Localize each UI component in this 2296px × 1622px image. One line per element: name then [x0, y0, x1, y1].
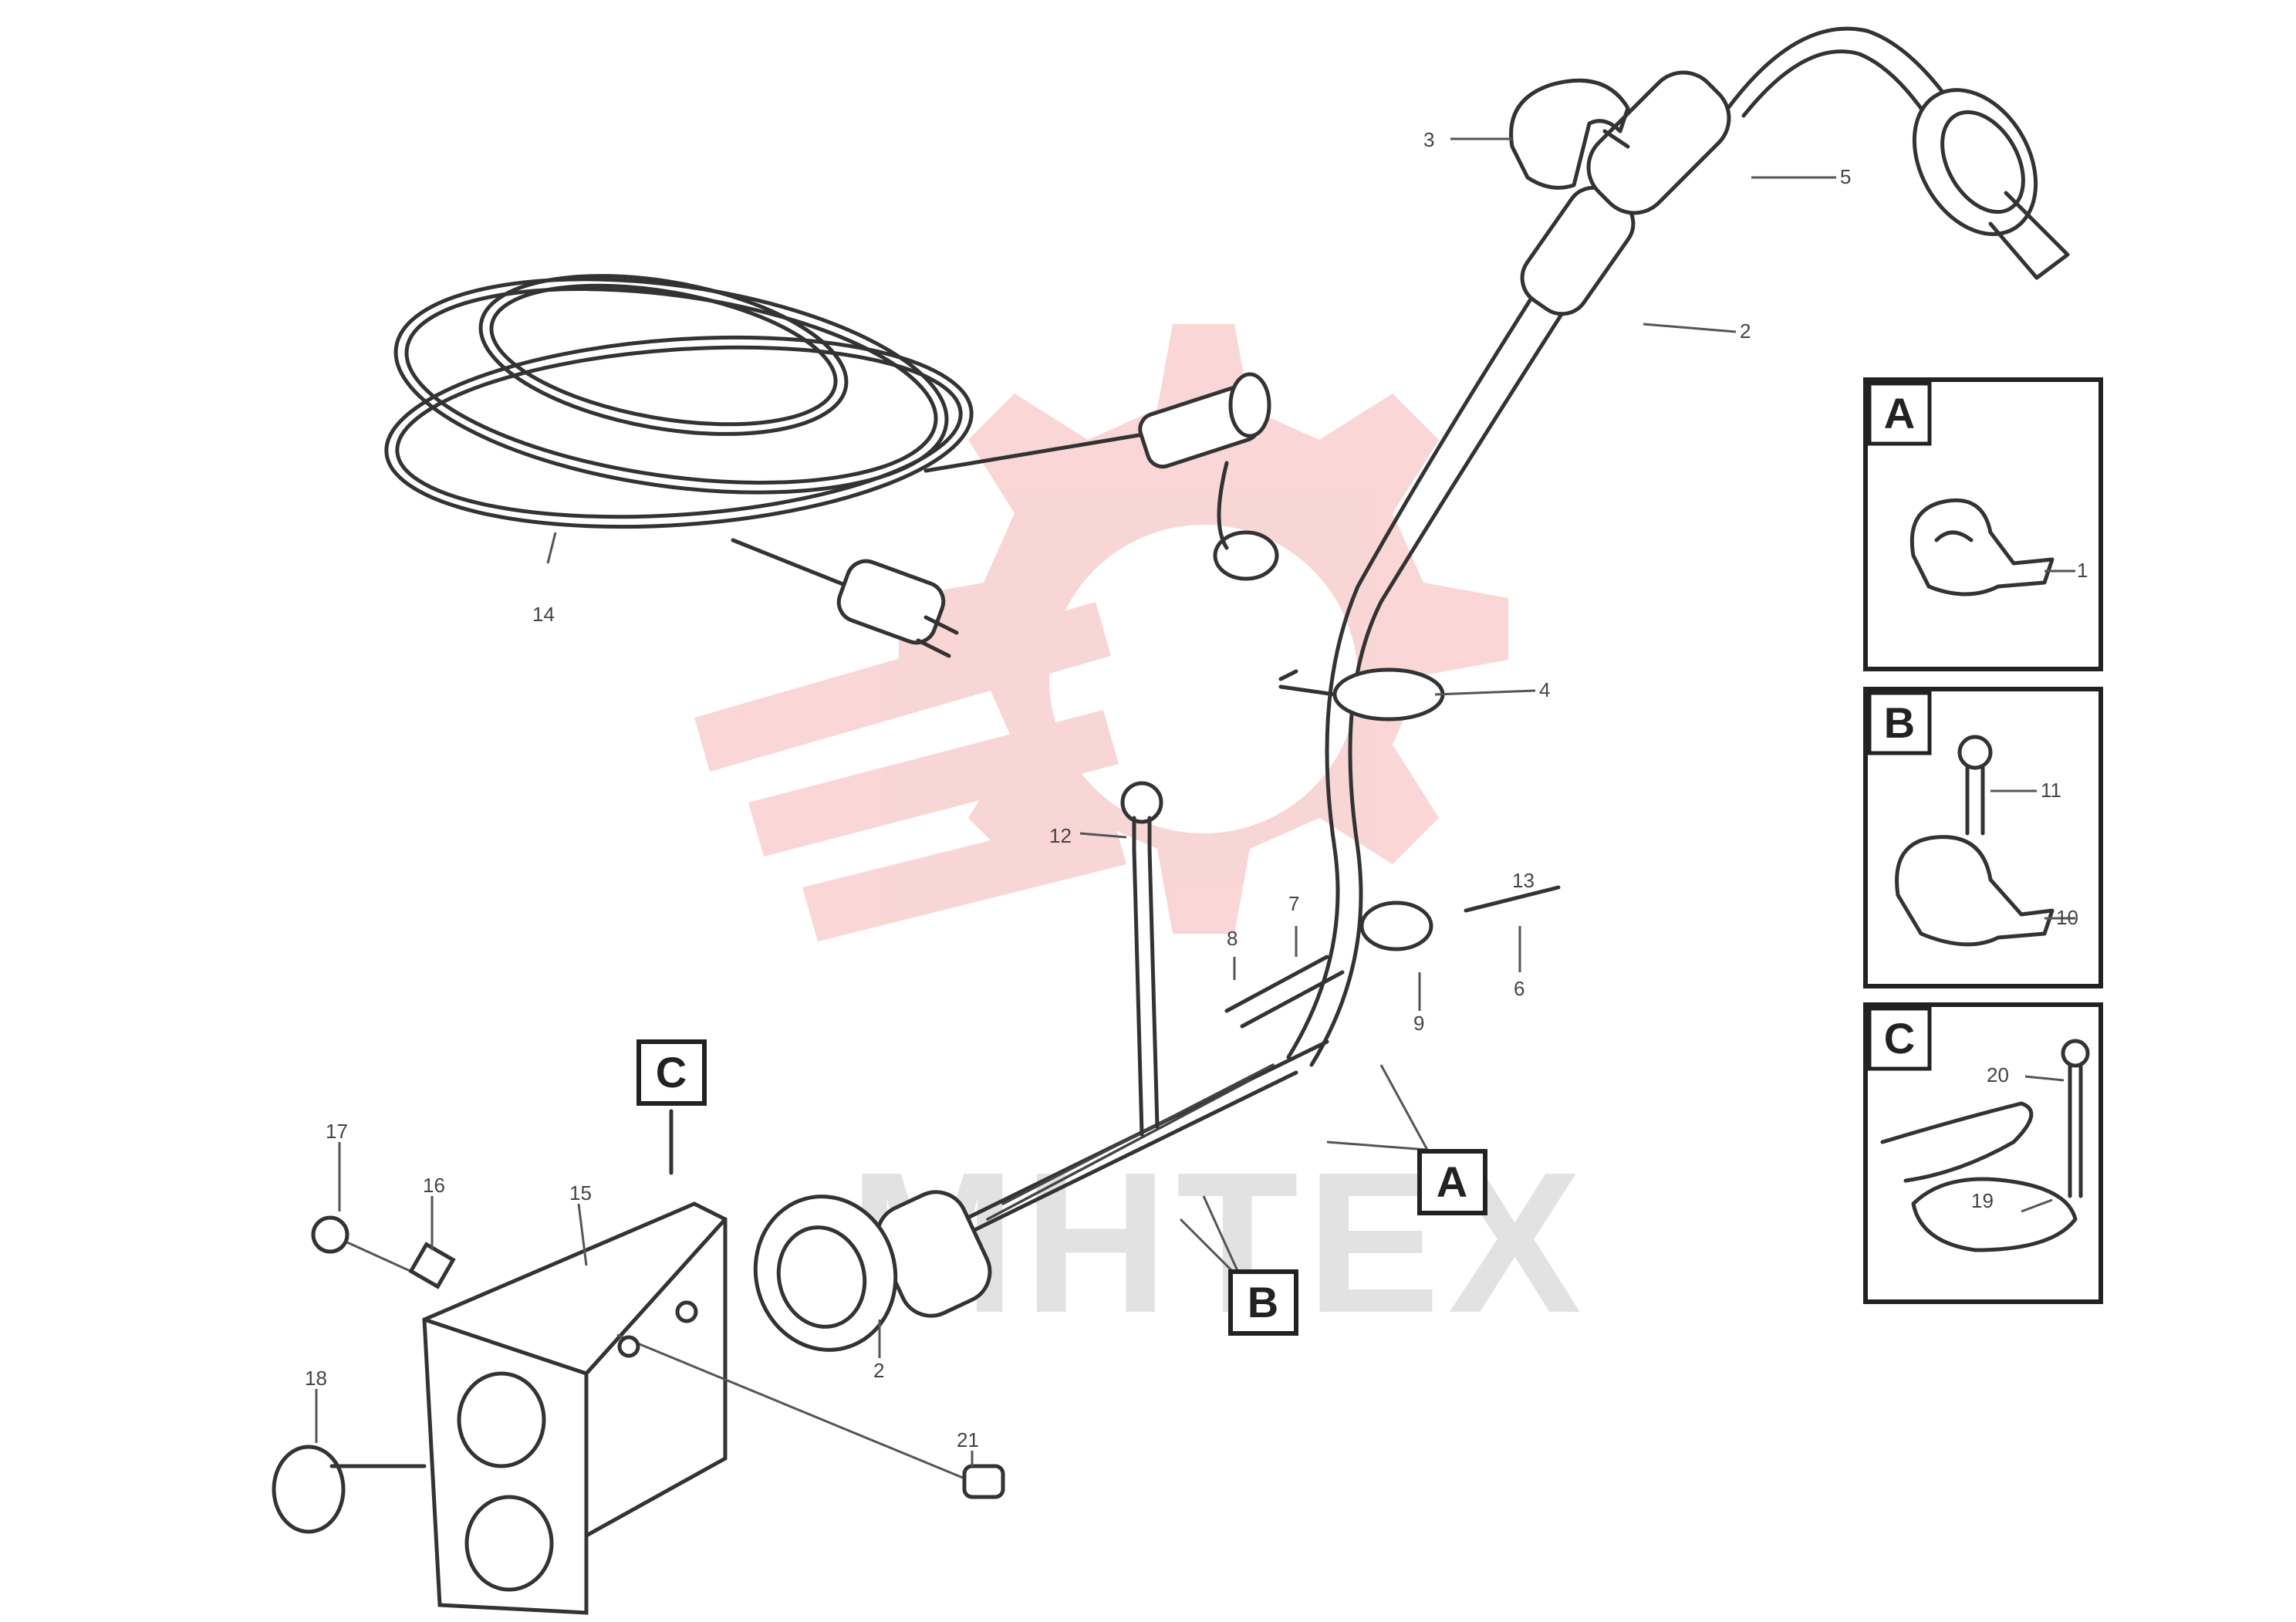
callout-4: 4 [1539, 678, 1550, 701]
detail-view-A: A 1 [1863, 377, 2103, 671]
svg-text:C: C [1884, 1014, 1915, 1063]
callout-18: 18 [305, 1367, 327, 1390]
callout-3: 3 [1423, 128, 1434, 151]
detail-B-callout-10: 10 [2056, 906, 2078, 929]
callout-21: 21 [957, 1428, 979, 1451]
callout-14: 14 [532, 603, 555, 626]
callout-15: 15 [569, 1181, 592, 1205]
detail-A-callout-1: 1 [2077, 559, 2088, 582]
part-callouts: 3 5 2 4 14 12 8 7 13 6 9 2 17 16 15 18 2… [305, 128, 1851, 1451]
callout-9: 9 [1413, 1012, 1424, 1035]
callout-5: 5 [1840, 165, 1851, 188]
section-box-A: A [1417, 1149, 1487, 1215]
callout-13: 13 [1512, 869, 1535, 892]
extension-cord [384, 274, 1279, 658]
detail-C-callout-19: 19 [1971, 1189, 1994, 1212]
callout-17: 17 [326, 1120, 348, 1143]
callout-2: 2 [1740, 319, 1751, 343]
svg-text:A: A [1884, 389, 1915, 438]
retaining-clip [1509, 78, 1630, 190]
svg-text:A: A [1437, 1157, 1467, 1206]
detail-view-B: B 11 10 [1863, 687, 2103, 988]
section-box-C: C [636, 1039, 707, 1106]
watermark-gear-icon [694, 324, 1508, 941]
callout-2b: 2 [873, 1359, 884, 1382]
cable-clamp [1224, 667, 1561, 1029]
callout-12: 12 [1049, 824, 1072, 847]
callout-8: 8 [1227, 927, 1237, 950]
detail-C-callout-20: 20 [1987, 1063, 2009, 1086]
svg-text:B: B [1248, 1278, 1278, 1326]
leader-lines [315, 137, 1836, 1466]
callout-16: 16 [423, 1174, 445, 1197]
svg-text:C: C [656, 1048, 687, 1097]
socket-panel [272, 1201, 1005, 1615]
callout-6: 6 [1514, 977, 1524, 1000]
detail-view-C: C 20 19 [1863, 1002, 2103, 1304]
detail-B-callout-11: 11 [2041, 779, 2061, 802]
callout-7: 7 [1288, 892, 1299, 915]
svg-text:B: B [1884, 698, 1915, 747]
section-box-B: B [1228, 1269, 1298, 1336]
